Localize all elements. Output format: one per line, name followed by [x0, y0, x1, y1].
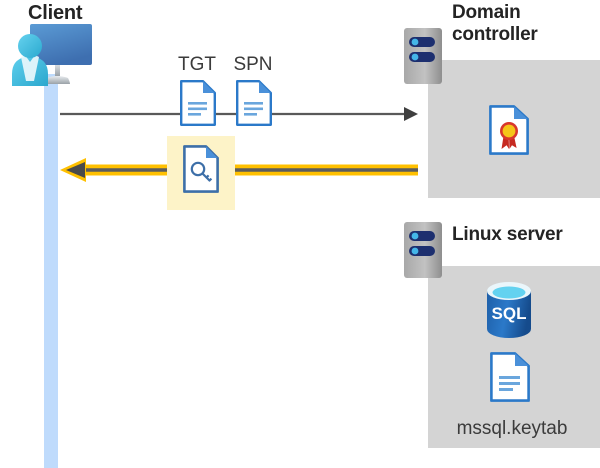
sql-database-icon: SQL [484, 282, 534, 338]
document-icon-keytab [490, 352, 530, 402]
spn-label: SPN [233, 54, 273, 75]
page-title-client: Client [28, 2, 83, 24]
document-icon-tgt [180, 80, 216, 126]
document-icon-spn [236, 80, 272, 126]
page-title-linux-server: Linux server [452, 224, 563, 245]
response-arrow [60, 158, 418, 182]
tgt-label: TGT [178, 54, 216, 75]
server-icon-linux [404, 222, 442, 278]
client-lifeline [44, 74, 58, 468]
user-workstation-icon [8, 22, 104, 92]
certificate-document-icon [489, 105, 529, 155]
page-title-domain-controller: Domain controller [452, 2, 538, 45]
keytab-file-label: mssql.keytab [456, 418, 568, 439]
svg-text:SQL: SQL [492, 304, 527, 323]
request-arrow [60, 106, 418, 122]
key-document-icon [183, 145, 219, 193]
server-icon-domain-controller [404, 28, 442, 84]
